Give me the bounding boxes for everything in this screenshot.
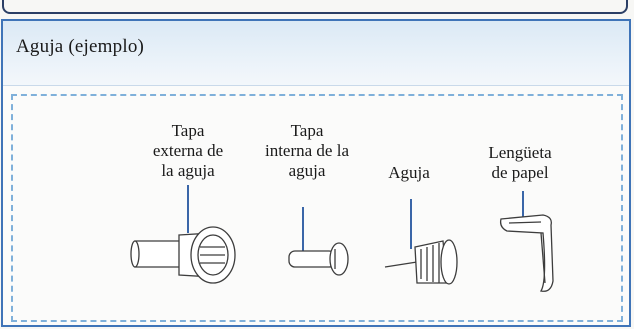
outer-cap-label: Tapa externa de la aguja: [152, 121, 224, 180]
needle-label: Aguja: [388, 163, 430, 182]
inner-cap-image: [288, 207, 349, 276]
panel-title: Aguja (ejemplo): [16, 36, 145, 57]
panel-header: [3, 21, 629, 86]
top-frame: [2, 0, 628, 14]
paper-tab-image: [499, 191, 554, 292]
inner-cap-label: Tapa interna de la aguja: [264, 121, 349, 180]
outer-cap-image: [130, 185, 236, 284]
parts-box: [11, 94, 623, 322]
paper-tab-label: Lengüeta de papel: [488, 143, 552, 182]
needle-example-panel: Aguja (ejemplo) Tapa externa de la aguja…: [1, 19, 631, 327]
needle-image: [384, 199, 458, 285]
needle-parts-illustration: [130, 185, 554, 292]
